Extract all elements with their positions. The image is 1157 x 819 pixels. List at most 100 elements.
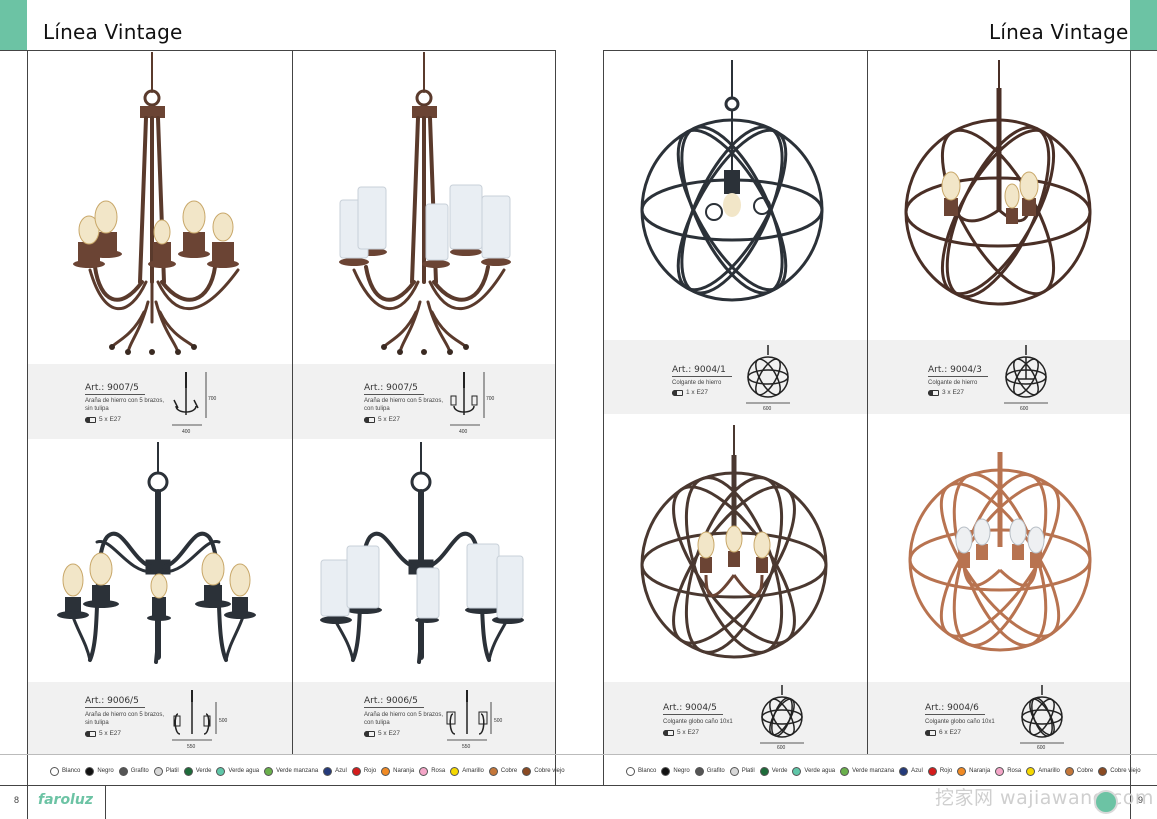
left-margin-line <box>27 50 28 819</box>
bulb-icon <box>672 389 683 396</box>
chandelier-9006-shades-image <box>320 442 524 664</box>
dimension-height: 700 <box>208 396 217 402</box>
legend-item: Verde agua <box>792 766 835 776</box>
legend-label: Platil <box>165 768 179 774</box>
color-swatch <box>381 766 391 776</box>
legend-item: Cobre viejo <box>1098 766 1141 776</box>
legend-item: Verde <box>759 766 787 776</box>
legend-item: Cobre <box>488 766 518 776</box>
bulb-icon <box>364 416 375 423</box>
bulb-icon <box>85 730 96 737</box>
chandelier-9006-bare-image <box>57 442 256 664</box>
legend-item: Verde <box>183 766 212 776</box>
dimension-width: 400 <box>459 429 468 435</box>
footer-divider-left <box>105 785 106 819</box>
product-bulb-spec: 5 x E27 <box>85 416 121 423</box>
color-swatch <box>118 766 128 776</box>
bulb-icon <box>663 729 674 736</box>
legend-item: Azul <box>323 766 347 776</box>
right-col-divider <box>867 50 868 754</box>
color-swatch <box>661 766 671 776</box>
product-description: Colgante globo caño 10x1 <box>925 719 995 725</box>
right-page-tab <box>1130 0 1157 50</box>
legend-item: Verde manzana <box>264 766 319 776</box>
legend-item: Platil <box>153 766 179 776</box>
dimension-width: 550 <box>462 744 471 750</box>
color-swatch <box>522 766 532 776</box>
color-swatch <box>694 766 704 776</box>
legend-label: Rojo <box>939 768 953 774</box>
legend-item: Rojo <box>351 766 376 776</box>
color-swatch <box>1064 766 1074 776</box>
section-title-left: Línea Vintage <box>43 20 183 44</box>
dimension-height: 500 <box>494 718 503 724</box>
product-bulb-spec: 5 x E27 <box>364 416 400 423</box>
legend-item: Negro <box>661 766 690 776</box>
dimension-diagram-icon <box>172 372 207 426</box>
legend-label: Verde <box>195 768 212 774</box>
chandelier-9007-shades-image <box>339 52 511 355</box>
legend-label: Verde manzana <box>276 768 319 774</box>
pendant-9004-6-image <box>908 452 1092 652</box>
legend-label: Naranja <box>393 768 415 774</box>
product-bulb-spec: 1 x E27 <box>672 389 708 396</box>
color-swatch <box>1026 766 1036 776</box>
dimension-width: 400 <box>182 429 191 435</box>
color-swatch <box>183 766 193 776</box>
dimension-width: 550 <box>187 744 196 750</box>
dimension-width: 600 <box>1020 406 1029 412</box>
pendant-9004-5-image <box>640 425 828 659</box>
dimension-diagram-icon <box>746 345 790 404</box>
legend-item: Cobre viejo <box>522 766 565 776</box>
color-swatch <box>792 766 802 776</box>
legend-item: Grafito <box>118 766 149 776</box>
top-rule-left <box>0 50 556 51</box>
info-panel-9004-6 <box>868 682 1130 754</box>
legend-label: Rosa <box>431 768 446 774</box>
product-description: Araña de hierro con 5 brazos, sin tulipa <box>85 712 165 726</box>
color-swatch <box>85 766 95 776</box>
color-swatch <box>1098 766 1108 776</box>
watermark: 挖家网 wajiawang.com <box>935 787 1154 809</box>
dimension-height: 500 <box>219 718 228 724</box>
color-swatch <box>323 766 333 776</box>
legend-item: Naranja <box>381 766 415 776</box>
legend-label: Rosa <box>1007 768 1022 774</box>
legend-item: Rojo <box>927 766 953 776</box>
top-rule-right <box>603 50 1157 51</box>
legend-item: Naranja <box>957 766 991 776</box>
color-swatch <box>264 766 274 776</box>
product-art-number: Art.: 9004/1 <box>672 365 732 377</box>
legend-item: Verde manzana <box>840 766 894 776</box>
legend-label: Cobre <box>500 768 518 774</box>
product-art-number: Art.: 9004/3 <box>928 365 988 377</box>
color-swatch <box>450 766 460 776</box>
product-art-number: Art.: 9007/5 <box>85 383 145 395</box>
left-page-tab <box>0 0 27 50</box>
legend-label: Negro <box>97 768 114 774</box>
legend-label: Blanco <box>62 768 81 774</box>
watermark-logo <box>1094 790 1118 814</box>
color-swatch <box>216 766 226 776</box>
legend-label: Naranja <box>969 768 991 774</box>
right-page-edge <box>603 50 604 785</box>
pendant-9004-1-image <box>640 60 824 302</box>
page-number-right: 9 <box>1138 795 1144 805</box>
color-swatch <box>153 766 163 776</box>
color-swatch <box>729 766 739 776</box>
color-swatch <box>759 766 769 776</box>
legend-label: Cobre <box>1076 768 1094 774</box>
color-swatch <box>927 766 937 776</box>
legend-label: Platil <box>741 768 755 774</box>
bulb-icon <box>928 389 939 396</box>
legend-label: Verde agua <box>228 768 260 774</box>
legend-label: Grafito <box>130 768 149 774</box>
brand-logo: faroluz <box>38 792 93 808</box>
color-swatch <box>995 766 1005 776</box>
legend-item: Blanco <box>626 766 656 776</box>
product-art-number: Art.: 9004/6 <box>925 703 985 715</box>
color-swatch <box>419 766 429 776</box>
dimension-width: 600 <box>777 745 786 751</box>
product-art-number: Art.: 9004/5 <box>663 703 723 715</box>
info-panel-9004-3 <box>868 340 1130 414</box>
